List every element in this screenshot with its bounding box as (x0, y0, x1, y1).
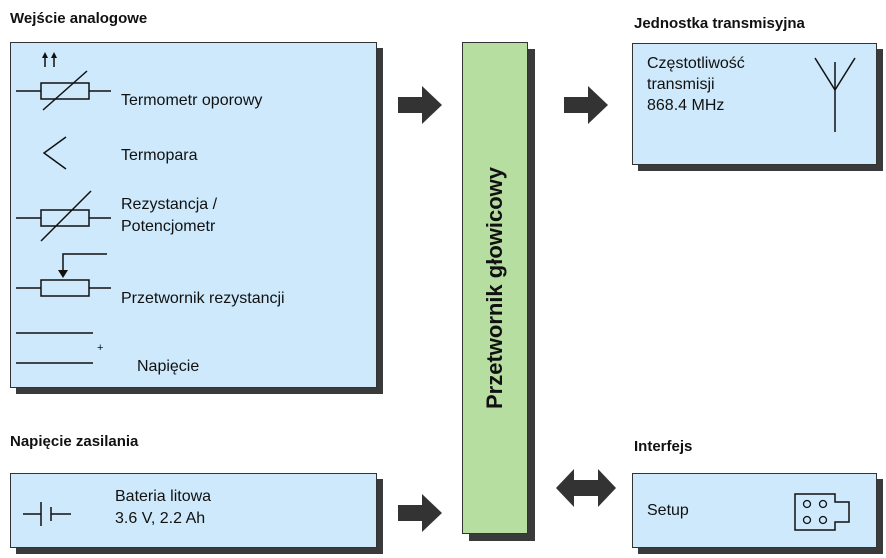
thermocouple-label: Termopara (121, 147, 198, 164)
antenna-symbol-icon (814, 57, 856, 132)
arrow-processor-interface-bidirectional-icon (556, 469, 616, 507)
power-supply-panel: Bateria litowa 3.6 V, 2.2 Ah (10, 473, 377, 548)
voltage-label: Napięcie (137, 358, 200, 375)
voltage-symbol-icon (16, 332, 93, 364)
interface-heading: Interfejs (634, 438, 693, 455)
interface-panel: Setup (632, 473, 877, 548)
frequency-value: 868.4 MHz (647, 97, 725, 114)
arrow-power-to-processor-icon (398, 494, 442, 532)
arrow-processor-to-transmission-icon (564, 86, 608, 124)
analog-input-heading: Wejście analogowe (10, 10, 148, 27)
transmission-heading: Jednostka transmisyjna (634, 15, 805, 32)
head-transmitter-block: Przetwornik głowicowy (462, 42, 528, 534)
arrow-analog-to-processor-icon (398, 86, 442, 124)
frequency-label-line1: Częstotliwość (647, 55, 745, 72)
thermocouple-symbol-icon (42, 136, 67, 170)
head-transmitter-label: Przetwornik głowicowy (482, 166, 507, 410)
variable-resistor-symbol-icon (16, 190, 111, 242)
potentiometer-label: Przetwornik rezystancji (121, 290, 285, 307)
resistance-thermometer-label: Termometr oporowy (121, 92, 263, 109)
variable-resistor-label-line2: Potencjometr (121, 218, 216, 235)
power-supply-heading: Napięcie zasilania (10, 433, 139, 450)
resistance-thermometer-symbol-icon (16, 52, 111, 111)
potentiometer-symbol-icon (16, 253, 111, 297)
battery-symbol-icon (23, 502, 71, 526)
battery-type-label: Bateria litowa (115, 488, 212, 505)
transmission-panel: Częstotliwość transmisji 868.4 MHz (632, 43, 877, 165)
connector-symbol-icon (794, 493, 850, 531)
voltage-plus-sign: + (97, 342, 104, 354)
setup-label: Setup (647, 502, 689, 519)
analog-input-panel: Termometr oporowy Termopara Rezystancja … (10, 42, 377, 388)
frequency-label-line2: transmisji (647, 76, 715, 93)
battery-spec-label: 3.6 V, 2.2 Ah (115, 510, 206, 527)
variable-resistor-label-line1: Rezystancja / (121, 196, 218, 213)
